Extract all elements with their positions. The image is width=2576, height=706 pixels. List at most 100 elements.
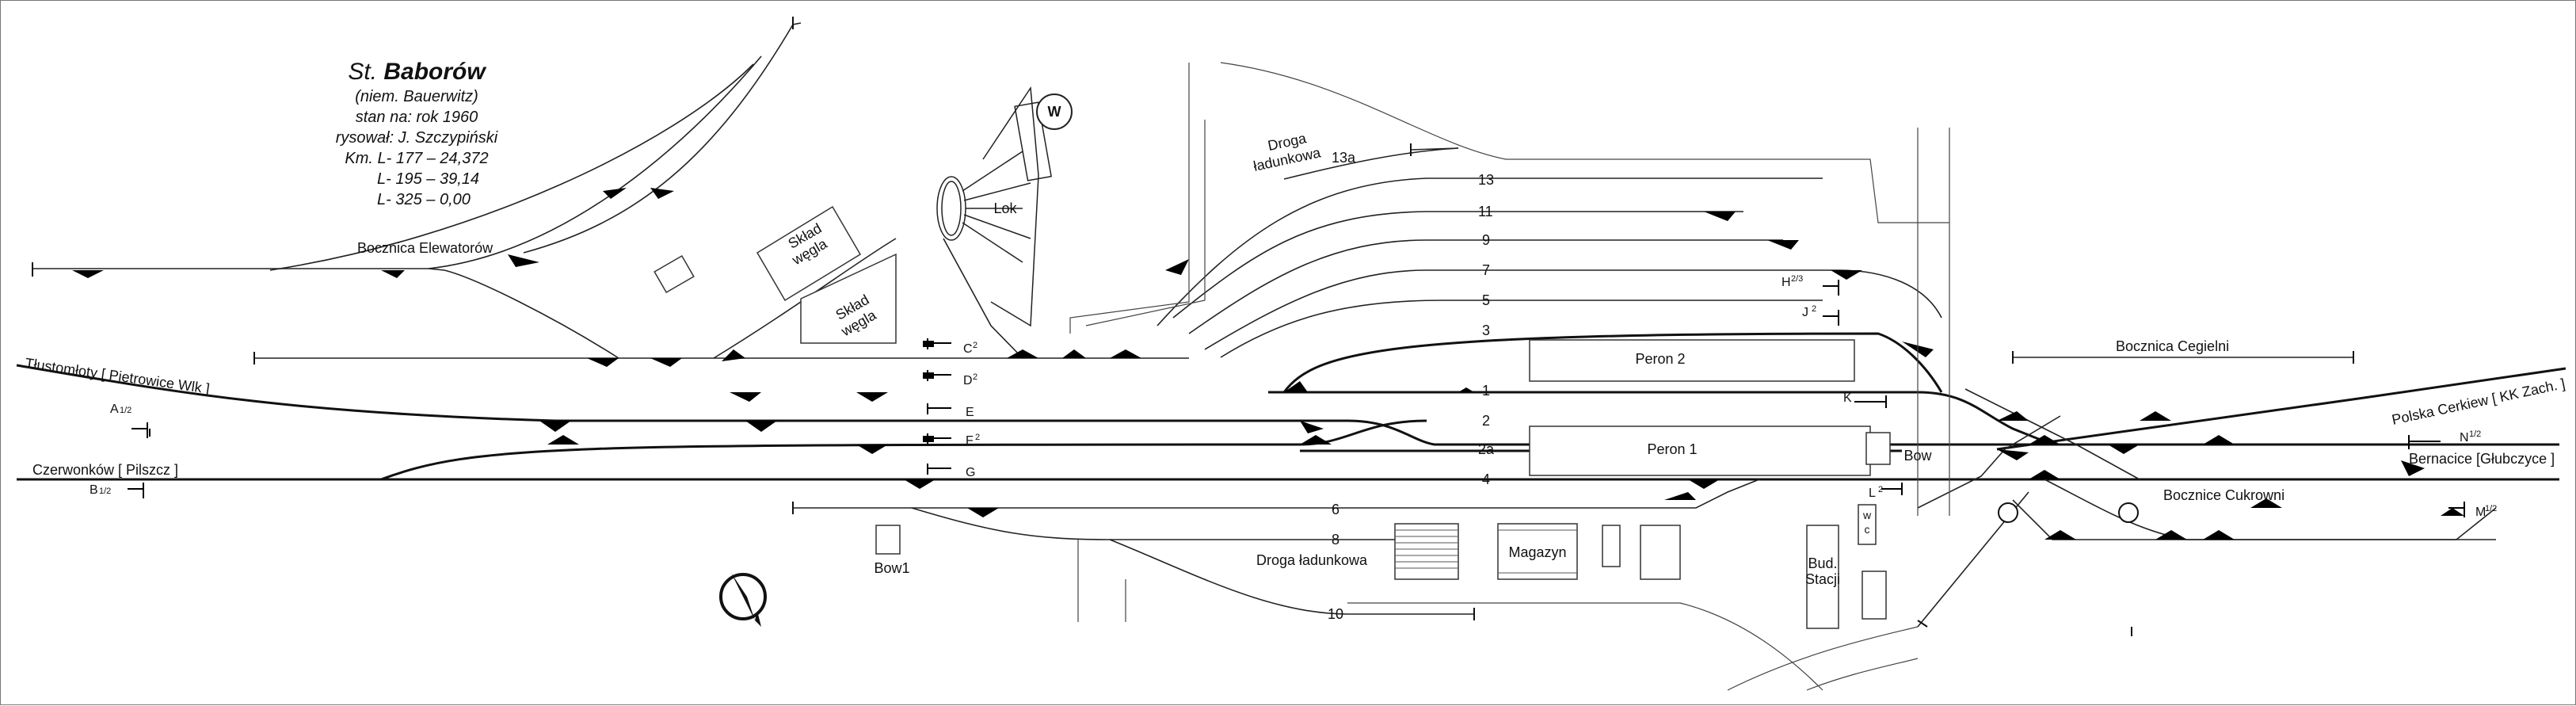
signal-posts: [128, 280, 2465, 517]
signal-labels: A 1/2 B 1/2 C 2 D 2 E F 2 G H 2/3 J 2 K …: [90, 274, 2497, 519]
track-9-label: 9: [1482, 232, 1490, 248]
signal-a-suffix: 1/2: [120, 406, 131, 415]
platforms: [875, 339, 1891, 629]
bow-label: Bow: [1903, 448, 1932, 464]
bow1-label: Bow1: [874, 560, 909, 576]
signal-h: H: [1781, 276, 1791, 289]
track-7-label: 7: [1482, 262, 1490, 278]
dir-tlustomloty: Tłustomłoty [ Pietrowice Wlk ]: [24, 355, 211, 397]
coal-stores: [654, 205, 897, 344]
siding-east-diag: [1917, 415, 2061, 509]
title-block: St. Baborów (niem. Bauerwitz) stan na: r…: [294, 58, 539, 210]
track-7: [1204, 269, 1942, 350]
turnouts: [72, 188, 2464, 540]
signal-n-suffix: 1/2: [2469, 429, 2481, 439]
dir-bernacice: Bernacice [Głubczyce ]: [2409, 451, 2555, 467]
track-10: [1109, 539, 1474, 615]
building-hatching: [1395, 529, 1577, 574]
track-2-label: 2: [1482, 413, 1490, 429]
signal-l-suffix: 2: [1878, 485, 1883, 494]
buffer-stops: [32, 17, 2354, 636]
turntable: [936, 86, 1052, 327]
station-title: St. Baborów: [348, 59, 486, 85]
track-13a: [1283, 147, 1459, 180]
signal-f: F: [966, 434, 974, 448]
track-11-label: 11: [1478, 204, 1493, 219]
track-13: [1157, 177, 1823, 326]
direction-labels: Tłustomłoty [ Pietrowice Wlk ] Czerwonkó…: [24, 240, 2566, 503]
signal-j-suffix: 2: [1812, 304, 1816, 314]
siding-elewatorow: [32, 268, 619, 359]
siding-elewatorow-branch: [523, 22, 802, 254]
track-east-upper: [1996, 367, 2566, 451]
track-2: [16, 364, 2559, 446]
signal-e: E: [966, 406, 974, 419]
bud-stacji-label-2: Stacji: [1805, 571, 1840, 587]
track-11: [1172, 211, 1743, 319]
track-2a-label: 2a: [1478, 441, 1495, 457]
track-6-label: 6: [1332, 502, 1339, 517]
track-13-label: 13: [1478, 172, 1494, 188]
signal-c: C: [963, 342, 973, 356]
signal-f-suffix: 2: [975, 433, 980, 442]
compass-icon: [719, 573, 767, 627]
water-label: W: [1048, 104, 1061, 120]
siding-lok: [943, 238, 1023, 359]
road-bottom-label: Droga ładunkowa: [1256, 552, 1368, 568]
siding-elewatorow-branch2: [428, 55, 762, 269]
dir-polska-cerkiew: Polska Cerkiew [ KK Zach. ]: [2391, 376, 2566, 428]
siding-elewatorow-upper: [269, 63, 754, 271]
subtitle-german: (niem. Bauerwitz): [355, 88, 478, 105]
track-8-label: 8: [1332, 532, 1339, 548]
signal-c-suffix: 2: [973, 341, 977, 350]
peron2-label: Peron 2: [1635, 351, 1685, 367]
subtitle-author: rysował: J. Szczypiński: [335, 129, 498, 147]
track-6: [793, 479, 1760, 509]
lok-label: Lok: [993, 200, 1017, 216]
siding-cegielni-label: Bocznica Cegielni: [2116, 338, 2229, 354]
wc-label-c: c: [1865, 523, 1870, 536]
siding-cukrowni-label: Bocznice Cukrowni: [2163, 487, 2284, 503]
track-east-diag-2: [1964, 388, 2140, 480]
subtitle-date: stan na: rok 1960: [355, 109, 478, 126]
track-9: [1188, 239, 1783, 334]
crossing-signals: [1998, 502, 2139, 523]
siding-elewatorow-label: Bocznica Elewatorów: [357, 240, 493, 256]
signal-d: D: [963, 374, 973, 387]
track-4-label: 4: [1482, 471, 1490, 487]
subtitle-km-177: Km. L- 177 – 24,372: [345, 150, 489, 167]
signal-g: G: [966, 466, 975, 479]
track-1: [1268, 391, 2053, 446]
wc-label-w: w: [1862, 509, 1872, 521]
signal-h-suffix: 2/3: [1791, 274, 1803, 284]
track-2-curve: [380, 419, 1427, 481]
subtitle-km-325: L- 325 – 0,00: [377, 191, 471, 208]
signal-l: L: [1869, 487, 1876, 500]
track-10-label: 10: [1328, 606, 1343, 622]
track-3: [1282, 332, 1943, 393]
road-outlines: [1069, 62, 1950, 691]
signal-b: B: [90, 483, 98, 497]
peron1-label: Peron 1: [1647, 441, 1697, 457]
bud-stacji-label-1: Bud.: [1808, 555, 1837, 571]
signal-a: A: [110, 403, 119, 416]
signal-b-suffix: 1/2: [99, 487, 111, 496]
signal-n: N: [2460, 431, 2469, 445]
magazyn-label: Magazyn: [1508, 544, 1566, 560]
track-1-label: 1: [1482, 383, 1490, 399]
siding-coal: [713, 238, 897, 359]
signal-m: M: [2475, 506, 2486, 519]
water-tower-icon: [1036, 93, 1073, 130]
dir-czerwonkow: Czerwonków [ Pilszcz ]: [32, 462, 178, 478]
signal-m-suffix: 1/2: [2485, 504, 2497, 513]
track-5: [1220, 300, 1823, 358]
signal-j: J: [1802, 306, 1808, 319]
signal-d-suffix: 2: [973, 372, 977, 382]
signal-k: K: [1843, 391, 1852, 405]
track-8: [911, 507, 1427, 540]
track-labels: 13 11 9 7 5 3 1 2 2a 4 6 8 10 13a: [1328, 150, 1495, 622]
track-3-label: 3: [1482, 322, 1490, 338]
subtitle-km-195: L- 195 – 39,14: [377, 170, 479, 188]
